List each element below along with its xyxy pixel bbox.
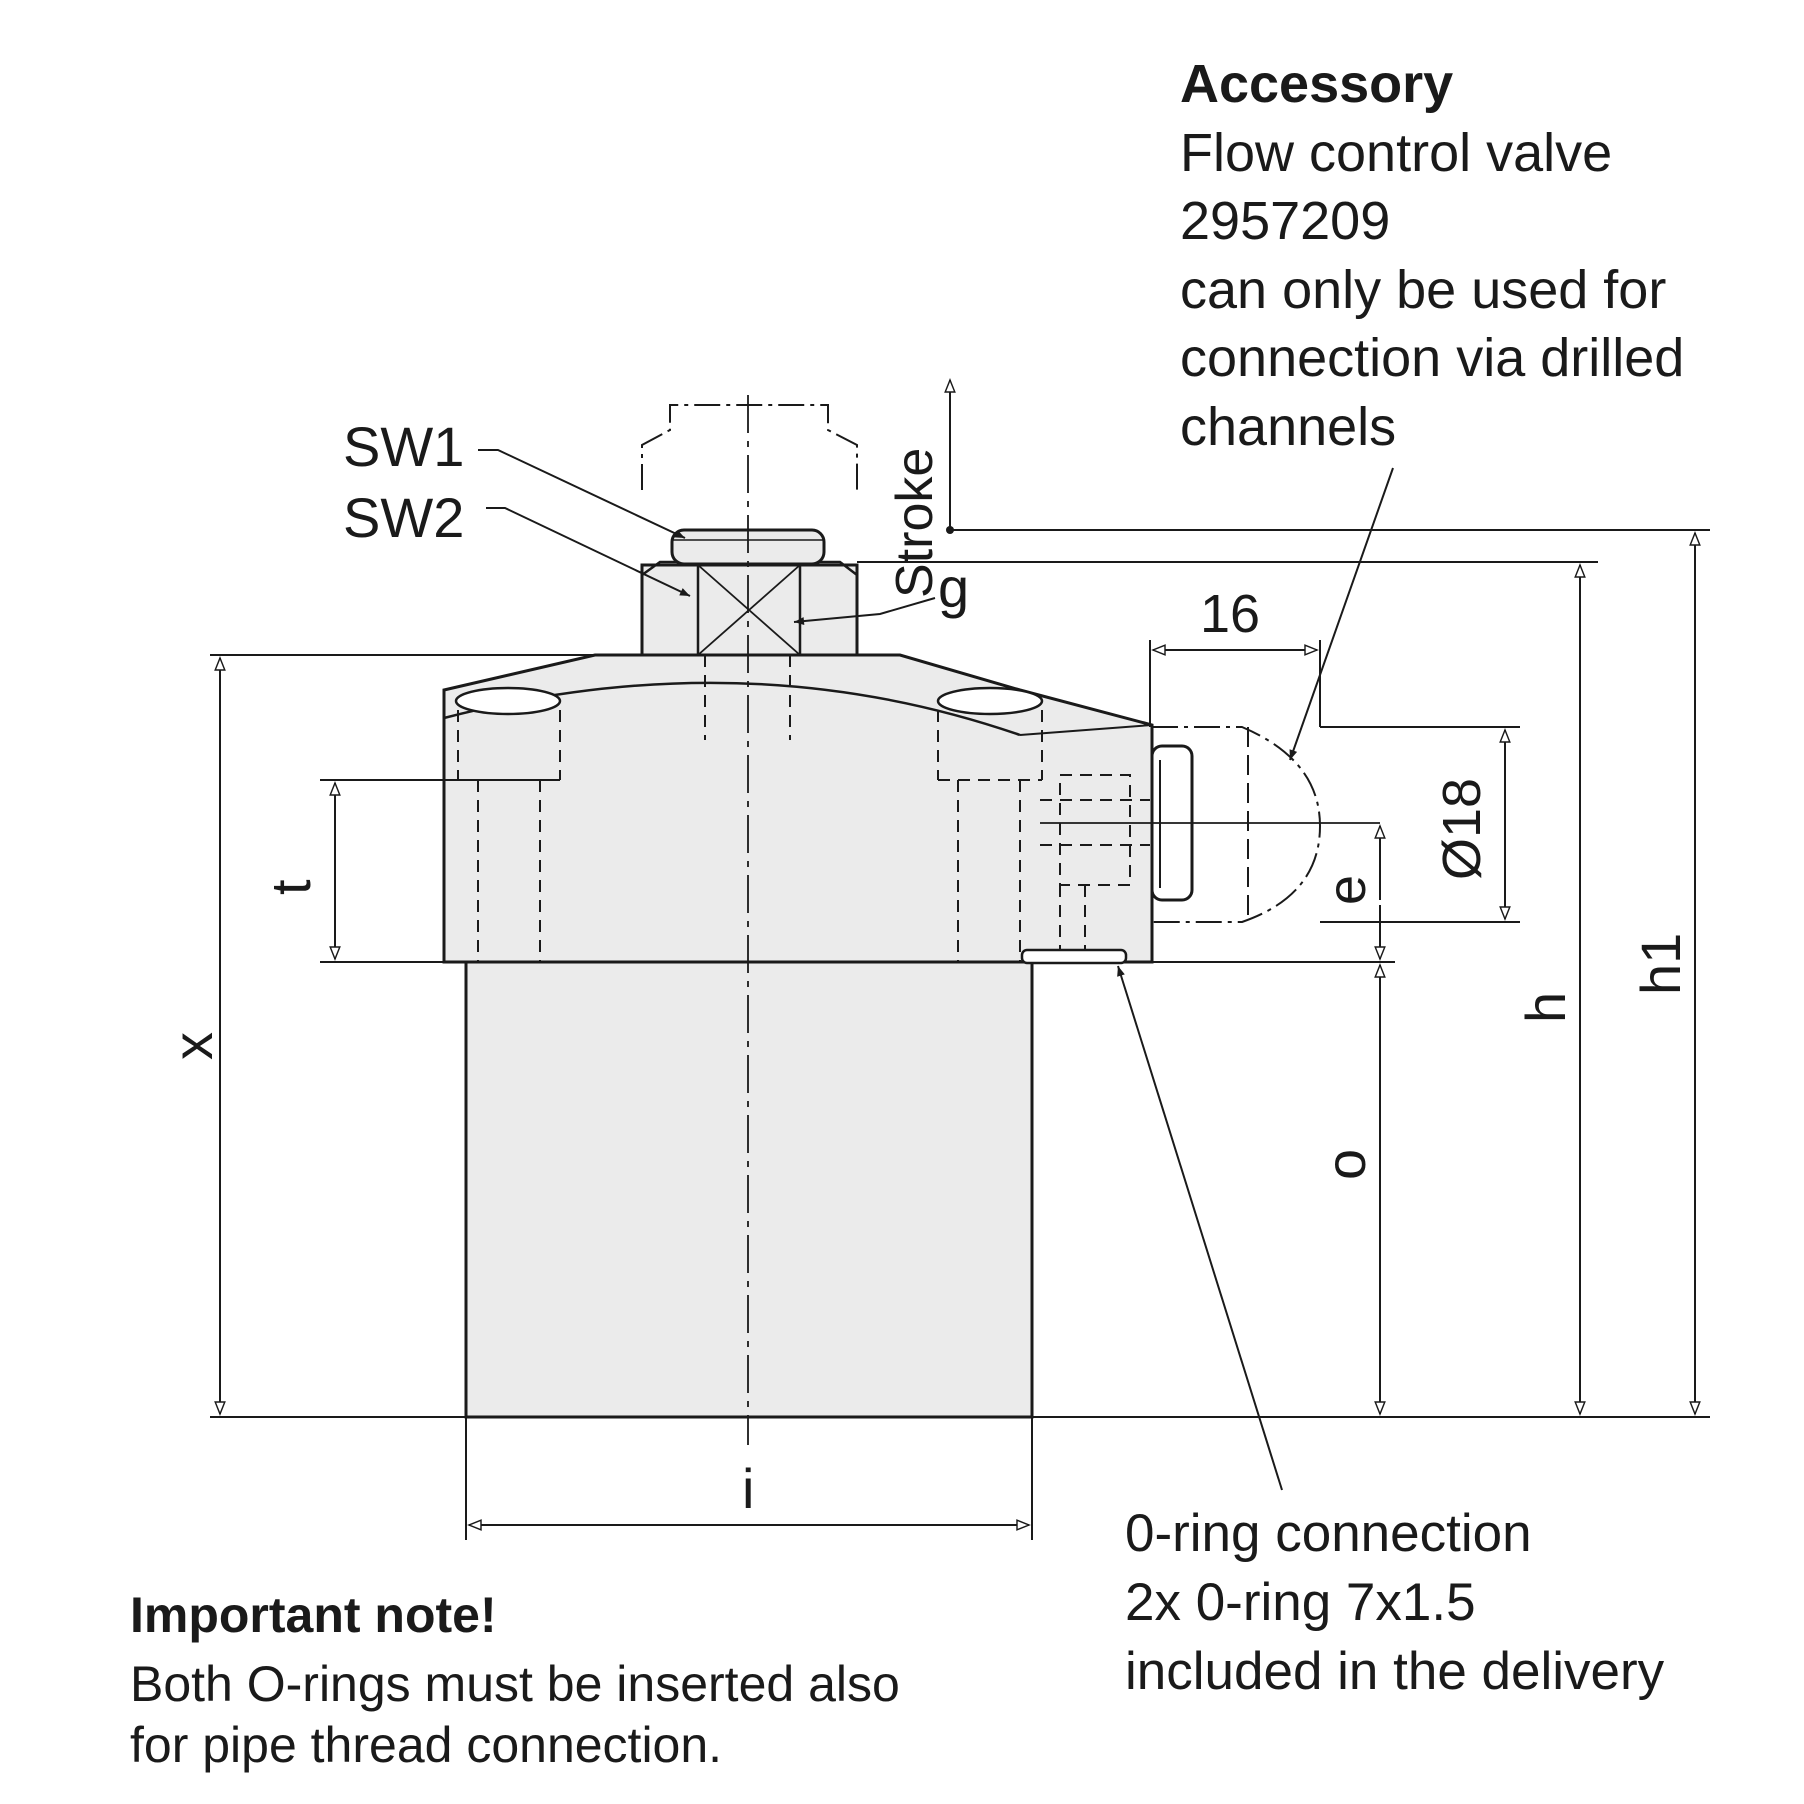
leader-oring (1117, 965, 1283, 1491)
label-g: g (938, 556, 969, 619)
label-t: t (259, 879, 322, 895)
accessory-line: Flow control valve (1180, 122, 1613, 183)
label-h1: h1 (1629, 933, 1692, 995)
accessory-callout: Accessory Flow control valve 2957209 can… (1180, 50, 1684, 461)
leader-accessory (1289, 467, 1394, 761)
label-i: i (742, 1457, 754, 1520)
accessory-heading: Accessory (1180, 54, 1454, 114)
label-sw2: SW2 (343, 486, 464, 549)
accessory-line: channels (1180, 396, 1397, 457)
oring-seat (1020, 948, 1128, 965)
note-heading: Important note! (130, 1587, 497, 1643)
leader-sw2 (486, 507, 691, 597)
note-line: Both O-rings must be inserted also (130, 1656, 900, 1712)
label-stroke: Stroke (886, 448, 944, 598)
label-dia-18: Ø18 (1432, 778, 1492, 880)
leader-sw1 (478, 449, 686, 539)
extension-lines (210, 529, 1710, 1540)
leader-lines (478, 449, 1394, 1491)
cylinder-body (464, 960, 1034, 1419)
accessory-line: connection via drilled (1180, 328, 1685, 389)
flow-control-valve-phantom (1152, 726, 1322, 923)
note-line: for pipe thread connection. (130, 1717, 723, 1773)
accessory-line: 2957209 (1180, 191, 1391, 252)
label-h: h (1514, 992, 1577, 1023)
dimension-arrows (214, 378, 1701, 1531)
accessory-line: can only be used for (1180, 259, 1667, 320)
oring-line: 2x 0-ring 7x1.5 (1125, 1572, 1476, 1632)
label-sw1: SW1 (343, 415, 464, 478)
oring-line: included in the delivery (1125, 1641, 1665, 1701)
counterbore-right (936, 686, 1044, 716)
leader-g (793, 597, 936, 626)
label-o: o (1314, 1149, 1377, 1180)
counterbore-left (454, 686, 562, 716)
label-e: e (1317, 875, 1377, 905)
oring-callout: 0-ring connection 2x 0-ring 7x1.5 includ… (1125, 1500, 1664, 1707)
oring-line: 0-ring connection (1125, 1504, 1532, 1563)
label-16: 16 (1200, 584, 1260, 644)
label-x: x (161, 1032, 224, 1060)
bolt-extended-phantom (641, 404, 858, 490)
important-note: Important note! Both O-rings must be ins… (130, 1585, 900, 1776)
